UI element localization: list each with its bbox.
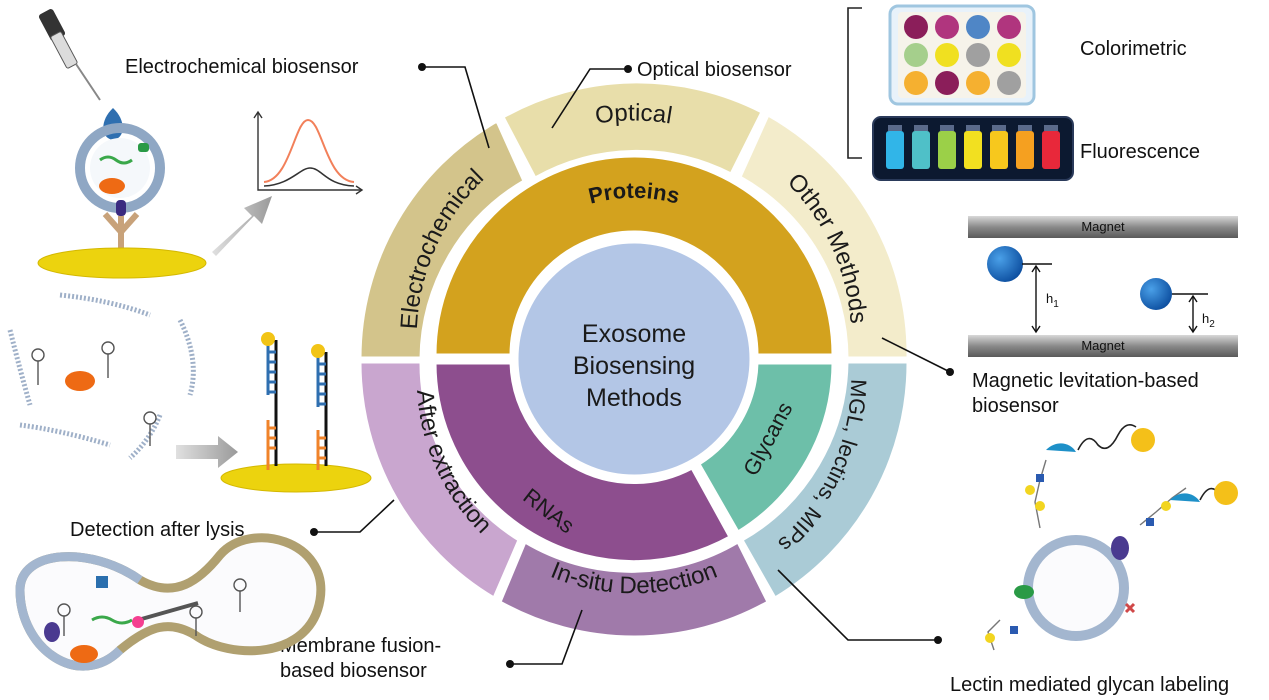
vial bbox=[964, 131, 982, 169]
center-circle bbox=[515, 240, 753, 478]
plate-well bbox=[935, 71, 959, 95]
segment-electrochemical bbox=[358, 118, 526, 360]
magnet-top-label: Magnet bbox=[1081, 219, 1125, 234]
vial-cap bbox=[966, 125, 980, 131]
vial bbox=[1016, 131, 1034, 169]
magnet-top bbox=[968, 216, 1238, 238]
segment-glycans bbox=[696, 361, 835, 535]
plate-well bbox=[904, 43, 928, 67]
magnet-bottom-label: Magnet bbox=[1081, 338, 1125, 353]
rna-detection-illustration bbox=[7, 292, 372, 493]
ring-diagram: Electrochemical Optical Other Methods MG… bbox=[358, 80, 910, 639]
vial bbox=[1042, 131, 1060, 169]
electrochemical-biosensor-label: Electrochemical biosensor bbox=[125, 56, 359, 78]
vial bbox=[912, 131, 930, 169]
membrane-fusion-label-2: based biosensor bbox=[280, 660, 427, 682]
plate-well bbox=[904, 15, 928, 39]
center-line-1: Exosome bbox=[582, 320, 686, 348]
optical-biosensor-label: Optical biosensor bbox=[637, 59, 792, 81]
plate-well bbox=[935, 43, 959, 67]
magnetic-levitation-label-1: Magnetic levitation-based bbox=[972, 370, 1199, 392]
callout-lines bbox=[314, 66, 951, 665]
electrochemical-illustration bbox=[37, 9, 364, 279]
segment-after-extraction bbox=[358, 360, 521, 601]
fluorescence-vials-icon bbox=[872, 116, 1074, 181]
bracket-icon bbox=[847, 7, 862, 159]
vial-cap bbox=[940, 125, 954, 131]
magnetic-levitation-icon: Magnet Magnet h1 h2 bbox=[968, 216, 1238, 357]
particle-high bbox=[987, 246, 1023, 282]
colorimetric-label: Colorimetric bbox=[1080, 38, 1187, 60]
vial-cap bbox=[1044, 125, 1058, 131]
plate-well bbox=[935, 15, 959, 39]
plate-well bbox=[966, 71, 990, 95]
vial-cap bbox=[888, 125, 902, 131]
pipette-icon bbox=[38, 9, 101, 101]
segment-other-methods bbox=[738, 112, 910, 360]
voltammetry-graph bbox=[253, 110, 364, 195]
vial-cap bbox=[992, 125, 1006, 131]
magnetic-levitation-label-2: biosensor bbox=[972, 395, 1059, 417]
center-line-2: Biosensing bbox=[573, 352, 695, 380]
vial bbox=[886, 131, 904, 169]
plate-well bbox=[904, 71, 928, 95]
plate-well bbox=[997, 71, 1021, 95]
lectin-label: Lectin mediated glycan labeling bbox=[950, 674, 1229, 696]
vial bbox=[990, 131, 1008, 169]
magnet-bottom bbox=[968, 335, 1238, 357]
fluorescence-label: Fluorescence bbox=[1080, 141, 1200, 163]
arrow-icon bbox=[212, 196, 272, 256]
plate-well bbox=[966, 43, 990, 67]
plate-well bbox=[966, 15, 990, 39]
callout-dots bbox=[310, 63, 954, 668]
detection-after-lysis-label: Detection after lysis bbox=[70, 519, 245, 541]
particle-low bbox=[1140, 278, 1172, 310]
label-optical: Optical bbox=[594, 99, 675, 129]
well-plate-icon bbox=[888, 4, 1036, 106]
vial-cap bbox=[914, 125, 928, 131]
segment-mgl bbox=[739, 360, 910, 601]
center-line-3: Methods bbox=[586, 384, 682, 412]
membrane-fusion-label-1: Membrane fusion- bbox=[280, 635, 441, 657]
h2-label: h2 bbox=[1202, 311, 1215, 330]
lectin-glycan-illustration bbox=[985, 424, 1238, 651]
vial-cap bbox=[1018, 125, 1032, 131]
segment-rnas bbox=[433, 361, 733, 564]
vial bbox=[938, 131, 956, 169]
segment-optical bbox=[500, 80, 765, 181]
segment-proteins bbox=[433, 154, 835, 357]
plate-well bbox=[997, 43, 1021, 67]
membrane-fusion-illustration bbox=[15, 533, 326, 671]
h1-label: h1 bbox=[1046, 291, 1059, 310]
plate-well bbox=[997, 15, 1021, 39]
segment-in-situ bbox=[498, 539, 770, 639]
